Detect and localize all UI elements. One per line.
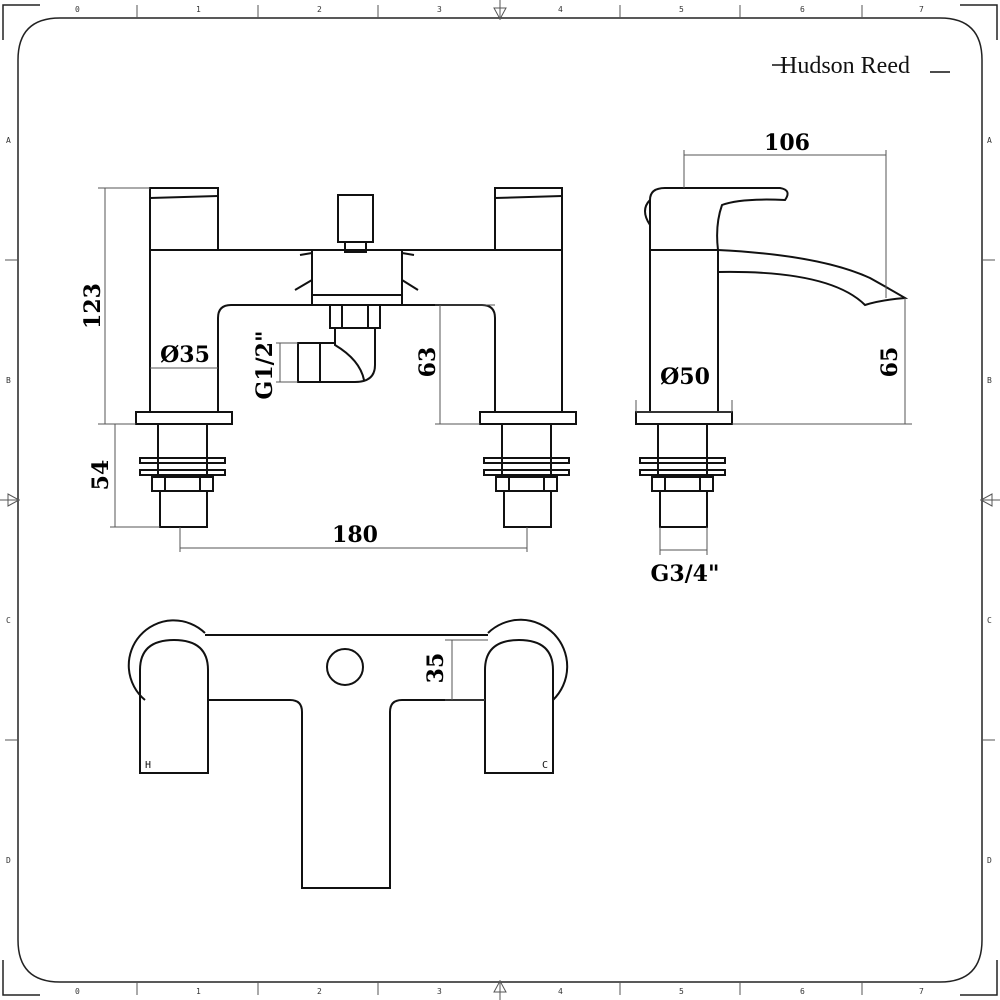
svg-text:A: A bbox=[987, 136, 992, 145]
svg-text:2: 2 bbox=[317, 987, 322, 996]
cold-handle-label: C bbox=[542, 760, 548, 771]
svg-text:D: D bbox=[6, 856, 11, 865]
svg-text:0: 0 bbox=[75, 5, 80, 14]
dim-height-total: 123 bbox=[80, 283, 106, 329]
svg-text:3: 3 bbox=[437, 987, 442, 996]
grid-column-labels-top: 0 1 2 3 4 5 6 7 bbox=[75, 5, 924, 14]
brand-logo: Hudson Reed bbox=[772, 53, 950, 79]
dim-reach: 106 bbox=[764, 130, 810, 156]
svg-text:1: 1 bbox=[196, 5, 201, 14]
dim-tail-thread: G3/4" bbox=[651, 561, 720, 587]
side-view: 106 Ø50 65 G3/4" bbox=[635, 130, 912, 587]
svg-text:5: 5 bbox=[679, 5, 684, 14]
svg-text:6: 6 bbox=[800, 987, 805, 996]
dim-side-height: 65 bbox=[877, 347, 903, 378]
svg-text:B: B bbox=[6, 376, 11, 385]
svg-text:6: 6 bbox=[800, 5, 805, 14]
svg-text:B: B bbox=[987, 376, 992, 385]
svg-text:C: C bbox=[987, 616, 992, 625]
svg-text:0: 0 bbox=[75, 987, 80, 996]
dim-depth: 35 bbox=[423, 653, 449, 684]
dim-base-diameter: Ø50 bbox=[660, 364, 710, 390]
svg-text:4: 4 bbox=[558, 987, 563, 996]
svg-text:D: D bbox=[987, 856, 992, 865]
svg-text:C: C bbox=[6, 616, 11, 625]
hot-handle-label: H bbox=[145, 760, 151, 771]
svg-text:4: 4 bbox=[558, 5, 563, 14]
svg-text:2: 2 bbox=[317, 5, 322, 14]
svg-text:3: 3 bbox=[437, 5, 442, 14]
svg-text:7: 7 bbox=[919, 5, 924, 14]
dim-spout-height: 63 bbox=[415, 347, 441, 378]
top-view: 35 H C bbox=[127, 618, 569, 889]
svg-text:1: 1 bbox=[196, 987, 201, 996]
svg-text:Hudson Reed: Hudson Reed bbox=[780, 53, 910, 79]
dim-spout-diameter: Ø35 bbox=[160, 342, 210, 368]
svg-text:7: 7 bbox=[919, 987, 924, 996]
grid-column-labels-bottom: 0 1 2 3 4 5 6 7 bbox=[75, 987, 924, 996]
svg-text:A: A bbox=[6, 136, 11, 145]
grid-row-labels: A B C D A B C D bbox=[6, 136, 992, 865]
dim-shank-length: 54 bbox=[88, 460, 114, 491]
front-view: 123 Ø35 G1/2" 63 54 180 bbox=[80, 187, 577, 552]
dim-inlet-thread: G1/2" bbox=[252, 331, 278, 400]
dim-centres: 180 bbox=[332, 522, 378, 548]
svg-text:5: 5 bbox=[679, 987, 684, 996]
